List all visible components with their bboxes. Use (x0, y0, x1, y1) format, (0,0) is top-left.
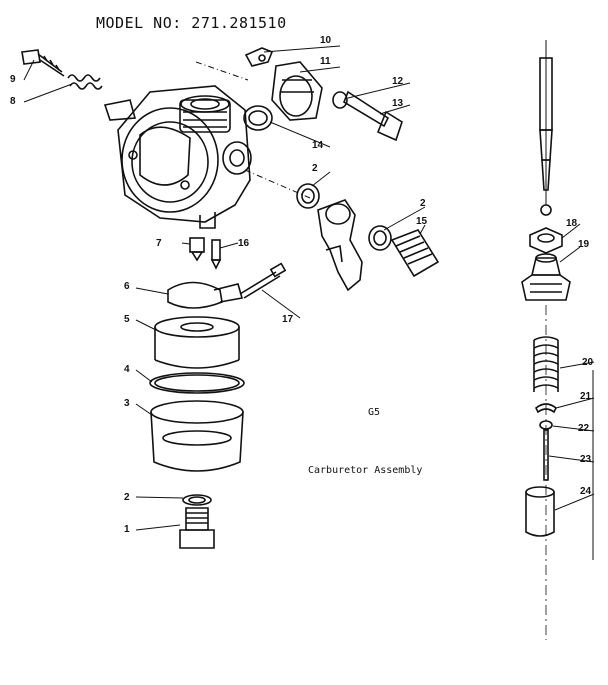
part-2-gasket-upper (296, 183, 320, 209)
callout-12: 12 (392, 76, 404, 87)
fuel-elbow (317, 199, 363, 292)
part-12-washer (332, 91, 348, 109)
part-21-clip (534, 403, 558, 414)
callout-labels: 9 8 10 11 12 13 14 2 2 15 7 16 6 17 5 4 … (10, 35, 594, 535)
part-8-spring (67, 74, 103, 90)
part-10-clip (244, 47, 274, 67)
diagram-caption: Carburetor Assembly (308, 465, 423, 476)
callout-9: 9 (10, 74, 16, 85)
callout-22: 22 (578, 423, 590, 434)
callout-14: 14 (312, 140, 324, 151)
callout-18: 18 (566, 218, 578, 229)
part-14-gasket (243, 105, 273, 131)
callout-19: 19 (578, 239, 590, 250)
part-19-cap (521, 253, 571, 301)
callout-15: 15 (416, 216, 428, 227)
leader-lines (23, 45, 595, 531)
part-9-screw (21, 49, 65, 77)
part-2-gasket-right (368, 225, 392, 251)
part-1-bowl-nut (179, 507, 215, 549)
part-16-needle (210, 239, 222, 270)
callout-3: 3 (124, 398, 130, 409)
callout-10: 10 (320, 35, 332, 46)
part-15-plug (390, 229, 440, 278)
carburetor-body (103, 85, 252, 229)
part-2-gasket-lower (182, 494, 212, 506)
callout-2c: 2 (124, 492, 130, 503)
callout-16: 16 (238, 238, 250, 249)
part-11-throttle-shaft (271, 61, 323, 121)
part-6-clamp (167, 281, 244, 309)
primer-assembly (539, 40, 553, 216)
part-22-washer (539, 420, 553, 430)
callout-23: 23 (580, 454, 592, 465)
part-18-nut (529, 227, 563, 254)
callout-7: 7 (156, 238, 162, 249)
callout-21: 21 (580, 391, 592, 402)
callout-17: 17 (282, 314, 294, 325)
part-5-float (154, 316, 240, 369)
part-23-plunger (543, 429, 549, 481)
part-13-bolt (343, 90, 403, 142)
part-24-sleeve (525, 486, 555, 537)
callout-6: 6 (124, 281, 130, 292)
part-17-screw (239, 262, 287, 299)
callout-8: 8 (10, 96, 16, 107)
callout-2a: 2 (312, 163, 318, 174)
callout-13: 13 (392, 98, 404, 109)
callout-11: 11 (320, 56, 331, 67)
part-20-spring (533, 336, 559, 392)
part-4-oring (149, 372, 245, 394)
callout-2b: 2 (420, 198, 426, 209)
callout-5: 5 (124, 314, 130, 325)
part-3-bowl (150, 400, 244, 472)
part-7-seat (189, 237, 205, 262)
callout-20: 20 (582, 357, 594, 368)
callout-4: 4 (124, 364, 130, 375)
callout-24: 24 (580, 486, 592, 497)
callout-1: 1 (124, 524, 130, 535)
model-number: MODEL NO: 271.281510 (96, 14, 287, 32)
diagram-code: G5 (368, 407, 381, 418)
